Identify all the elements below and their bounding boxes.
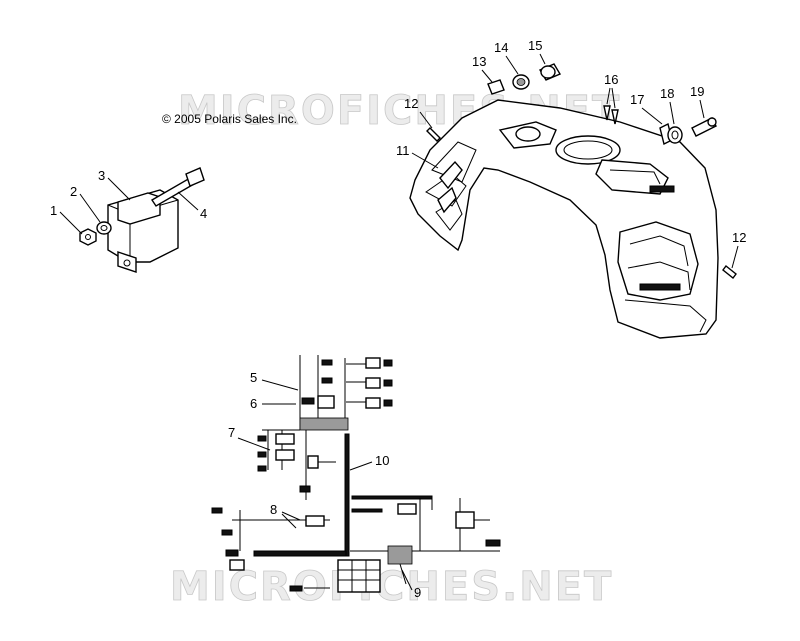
copyright-text: © 2005 Polaris Sales Inc. (162, 112, 297, 126)
callout-6: 6 (250, 396, 257, 411)
rivet-b (611, 109, 619, 125)
callout-1: 1 (50, 203, 57, 218)
callout-5: 5 (250, 370, 257, 385)
center-gauge (555, 135, 621, 165)
callouts-left: 1 2 3 4 (50, 168, 207, 235)
small-parts (426, 63, 737, 279)
switch (487, 79, 505, 95)
callout-16: 16 (604, 72, 618, 87)
screw-right (722, 265, 737, 279)
washer (96, 221, 112, 235)
ring (667, 126, 683, 144)
callout-15: 15 (528, 38, 542, 53)
nut (79, 228, 97, 246)
wiring-harness (211, 355, 501, 593)
relay-bracket-assembly (79, 167, 205, 273)
callout-11: 11 (396, 143, 410, 158)
callouts-right: 11 12 12 13 14 15 16 17 18 19 (396, 38, 746, 269)
callout-2: 2 (70, 184, 77, 199)
callout-10: 10 (375, 453, 389, 468)
callout-9: 9 (414, 585, 421, 600)
callout-7: 7 (228, 425, 235, 440)
dash-panel-assembly (409, 99, 719, 339)
callout-17: 17 (630, 92, 644, 107)
callout-19: 19 (690, 84, 704, 99)
callout-12-right: 12 (732, 230, 746, 245)
callout-4: 4 (200, 206, 207, 221)
callouts-harness: 5 6 7 8 9 10 (228, 370, 421, 600)
callout-8: 8 (270, 502, 277, 517)
callout-3: 3 (98, 168, 105, 183)
callout-18: 18 (660, 86, 674, 101)
callout-14: 14 (494, 40, 508, 55)
rivet-a (603, 105, 611, 121)
screw-left (426, 127, 441, 142)
callout-12-left: 12 (404, 96, 418, 111)
fuse-block (337, 559, 381, 593)
bracket-ear (117, 192, 161, 225)
callout-13: 13 (472, 54, 486, 69)
watermark-bottom: MICROFICHES.NET (170, 564, 613, 610)
